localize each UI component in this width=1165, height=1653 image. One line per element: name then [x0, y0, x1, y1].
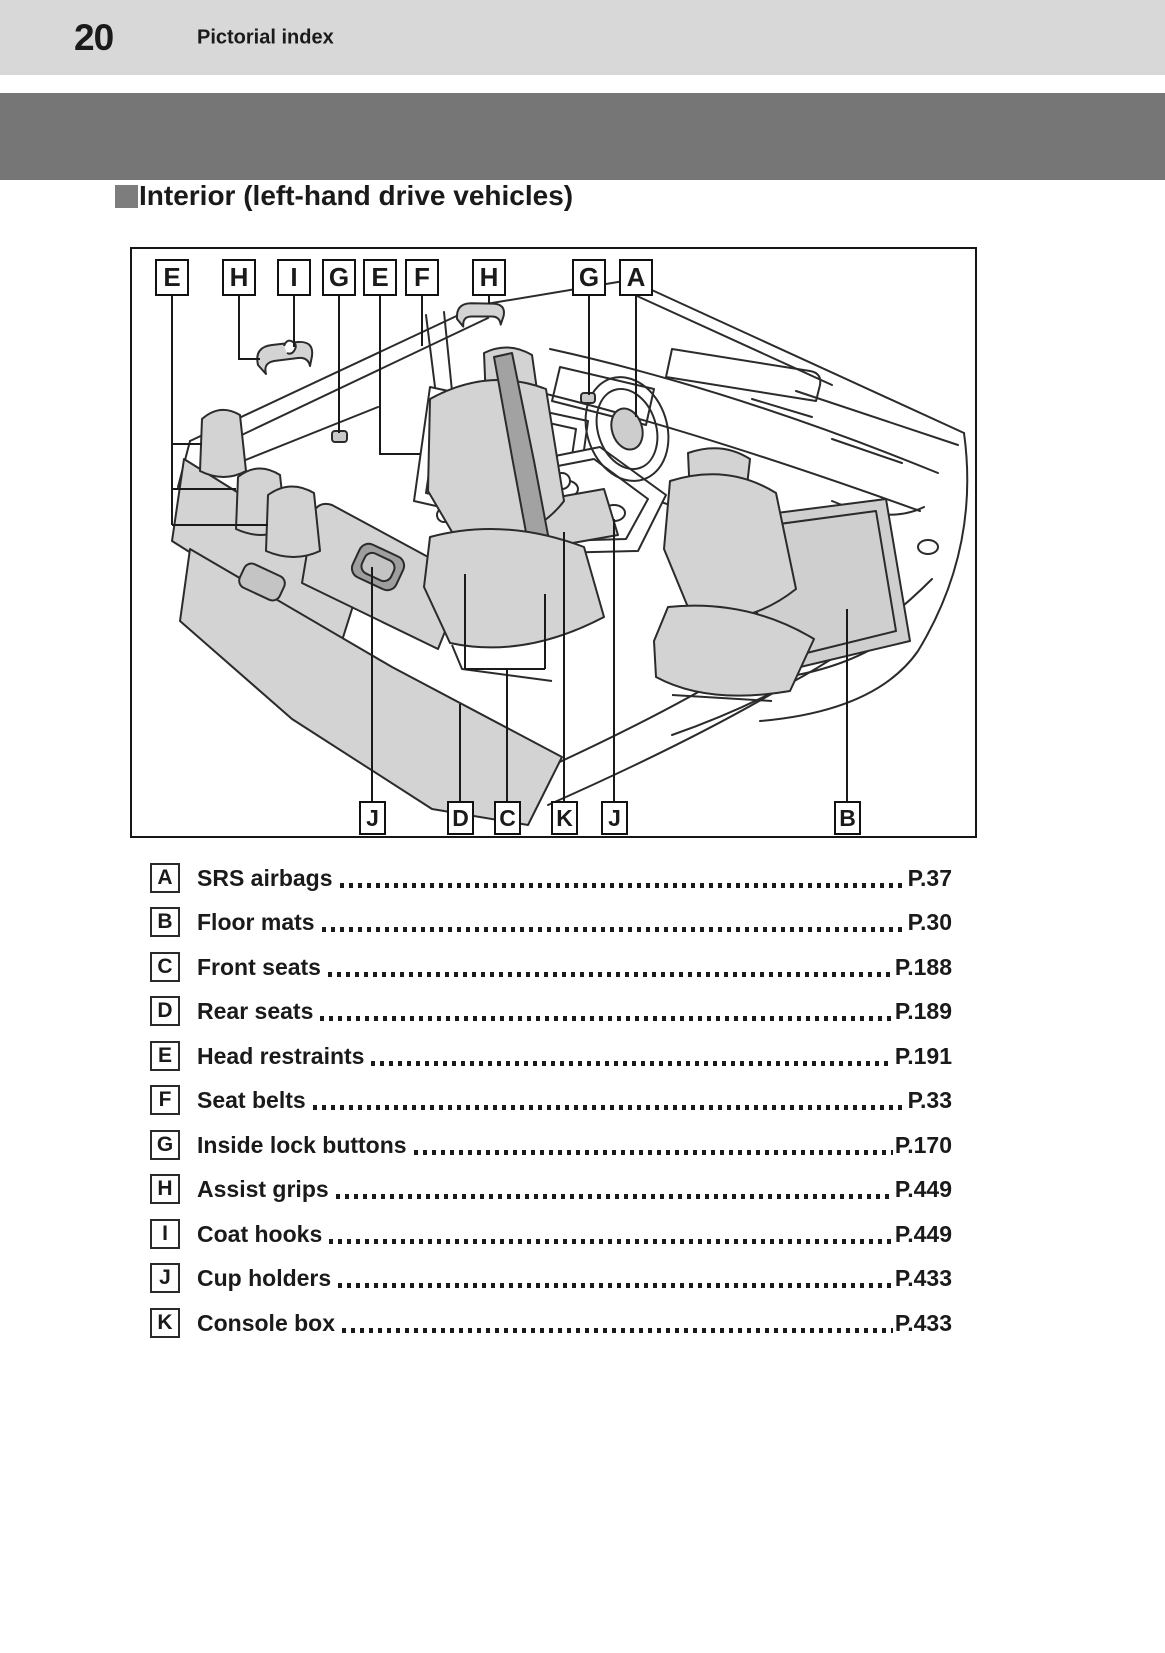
diagram-label-E: E	[155, 259, 189, 296]
index-label: Floor mats	[197, 908, 315, 935]
diagram-label-G: G	[572, 259, 606, 296]
dot-leader	[327, 972, 893, 977]
diagram-label-G: G	[322, 259, 356, 296]
index-letter-box: A	[150, 863, 180, 893]
dot-leader	[335, 1194, 893, 1199]
dot-leader	[321, 927, 906, 932]
index-label: SRS airbags	[197, 864, 333, 891]
dot-leader	[339, 883, 906, 888]
dot-leader	[338, 1283, 893, 1288]
page-header-band: 20 Pictorial index	[0, 0, 1165, 75]
index-row: I Coat hooks P.449	[150, 1219, 952, 1249]
index-row: D Rear seats P.189	[150, 996, 952, 1026]
dot-leader	[312, 1105, 906, 1110]
index-label: Coat hooks	[197, 1220, 323, 1247]
index-letter-box: I	[150, 1219, 180, 1249]
index-page-ref: P.191	[894, 1042, 952, 1069]
index-page-ref: P.449	[894, 1175, 952, 1202]
car-interior-illustration	[171, 279, 969, 826]
dot-leader	[320, 1016, 893, 1021]
index-letter-box: B	[150, 907, 180, 937]
head-restraint	[265, 485, 321, 558]
diagram-label-A: A	[619, 259, 653, 296]
diagram-label-H: H	[222, 259, 256, 296]
index-label: Seat belts	[197, 1086, 306, 1113]
diagram-label-C: C	[494, 801, 521, 835]
front-passenger-seat	[423, 346, 605, 682]
driver-seat	[653, 447, 815, 702]
index-page-ref: P.188	[894, 953, 952, 980]
section-heading-text: Interior (left-hand drive vehicles)	[139, 180, 574, 211]
diagram-label-J: J	[359, 801, 386, 835]
diagram-label-J: J	[601, 801, 628, 835]
page-number: 20	[74, 16, 114, 58]
front-assist-grip	[455, 302, 505, 328]
index-letter-box: F	[150, 1085, 180, 1115]
index-row: K Console box P.433	[150, 1308, 952, 1338]
index-page-ref: P.33	[907, 1086, 952, 1113]
section-heading: Interior (left-hand drive vehicles)	[115, 180, 573, 212]
index-row: C Front seats P.188	[150, 952, 952, 982]
dot-leader	[371, 1061, 893, 1066]
index-page-ref: P.30	[907, 908, 952, 935]
index-label: Cup holders	[197, 1264, 332, 1291]
diagram-label-I: I	[277, 259, 311, 296]
index-row: G Inside lock buttons P.170	[150, 1130, 952, 1160]
diagram-label-D: D	[447, 801, 474, 835]
index-label: Front seats	[197, 953, 321, 980]
driver-airbag-pad	[610, 407, 644, 451]
index-row: B Floor mats P.30	[150, 907, 952, 937]
index-label: Inside lock buttons	[197, 1131, 407, 1158]
index-label: Head restraints	[197, 1042, 365, 1069]
rear-assist-grip	[256, 340, 314, 375]
dot-leader	[329, 1239, 893, 1244]
index-letter-box: C	[150, 952, 180, 982]
diagram-label-F: F	[405, 259, 439, 296]
index-letter-box: H	[150, 1174, 180, 1204]
head-restraint	[199, 408, 247, 478]
index-row: H Assist grips P.449	[150, 1174, 952, 1204]
index-page-ref: P.37	[907, 864, 952, 891]
index-page-ref: P.433	[894, 1264, 952, 1291]
diagram-label-E: E	[363, 259, 397, 296]
index-letter-box: D	[150, 996, 180, 1026]
steering-wheel	[584, 376, 670, 482]
index-row: J Cup holders P.433	[150, 1263, 952, 1293]
index-page-ref: P.449	[894, 1220, 952, 1247]
index-page-ref: P.189	[894, 997, 952, 1024]
index-letter-box: K	[150, 1308, 180, 1338]
diagram-label-K: K	[551, 801, 578, 835]
small-fittings	[256, 302, 596, 443]
diagram-label-B: B	[834, 801, 861, 835]
coat-hook	[283, 339, 297, 355]
index-label: Console box	[197, 1309, 336, 1336]
index-page-ref: P.433	[894, 1309, 952, 1336]
dot-leader	[342, 1328, 893, 1333]
index-page-ref: P.170	[894, 1131, 952, 1158]
index-label: Assist grips	[197, 1175, 329, 1202]
index-row: E Head restraints P.191	[150, 1041, 952, 1071]
dot-leader	[413, 1150, 893, 1155]
interior-diagram: E H I G E F H G A J D C K J B	[130, 247, 977, 838]
index-row: A SRS airbags P.37	[150, 863, 952, 893]
chapter-divider-band	[0, 93, 1165, 180]
index-label: Rear seats	[197, 997, 314, 1024]
rear-cup-holder	[350, 542, 406, 592]
square-bullet-icon	[115, 184, 138, 208]
leader-lines	[171, 295, 848, 803]
index-letter-box: J	[150, 1263, 180, 1293]
chapter-title: Pictorial index	[197, 26, 334, 48]
index-letter-box: E	[150, 1041, 180, 1071]
index-letter-box: G	[150, 1130, 180, 1160]
diagram-label-H: H	[472, 259, 506, 296]
index-row: F Seat belts P.33	[150, 1085, 952, 1115]
